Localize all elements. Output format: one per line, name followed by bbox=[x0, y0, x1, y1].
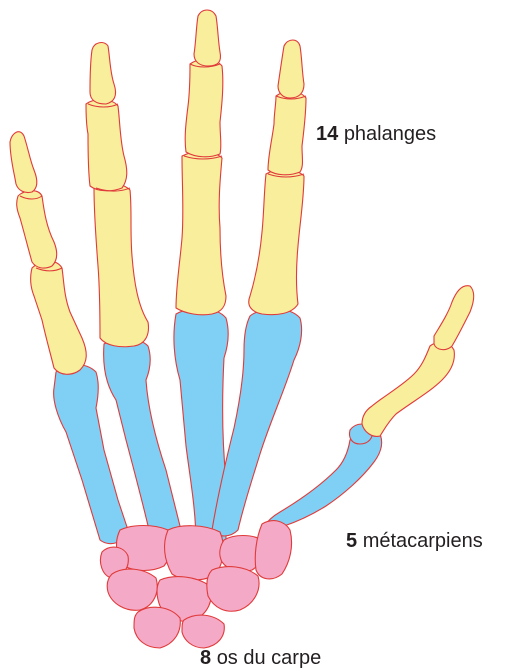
carpal-extra-1 bbox=[134, 607, 180, 648]
carpal-scaphoid bbox=[207, 567, 259, 612]
phalanges-count: 14 bbox=[316, 123, 339, 145]
proximal-phalanx-2 bbox=[249, 170, 304, 315]
proximal-phalanx-5 bbox=[31, 261, 87, 374]
distal-phalanx-5 bbox=[10, 132, 37, 193]
carpals-count: 8 bbox=[200, 647, 211, 668]
carpal-bones bbox=[100, 521, 291, 648]
phalanges-text: phalanges bbox=[344, 123, 436, 145]
proximal-phalanx-4 bbox=[94, 184, 148, 347]
carpals-text: os du carpe bbox=[217, 647, 322, 668]
distal-phalanx-2 bbox=[278, 40, 304, 98]
carpal-triquetrum bbox=[107, 569, 157, 610]
distal-phalanx-4 bbox=[90, 43, 116, 104]
carpal-extra-2 bbox=[182, 615, 224, 648]
label-carpals: 8 os du carpe bbox=[200, 647, 321, 668]
middle-phalanx-3 bbox=[185, 60, 223, 157]
label-phalanges: 14 phalanges bbox=[316, 123, 436, 145]
proximal-phalanx-1 bbox=[362, 343, 454, 437]
label-metacarpals: 5 métacarpiens bbox=[346, 530, 483, 552]
carpal-trapezium bbox=[255, 521, 291, 579]
finger-middle bbox=[174, 10, 228, 550]
metacarpals-count: 5 bbox=[346, 530, 357, 552]
distal-phalanx-3 bbox=[194, 10, 221, 66]
distal-phalanx-1 bbox=[434, 286, 474, 350]
metacarpals-text: métacarpiens bbox=[363, 530, 483, 552]
middle-phalanx-4 bbox=[86, 100, 127, 191]
finger-index bbox=[212, 40, 306, 536]
middle-phalanx-2 bbox=[268, 92, 306, 175]
proximal-phalanx-3 bbox=[176, 152, 226, 315]
middle-phalanx-5 bbox=[17, 191, 57, 268]
